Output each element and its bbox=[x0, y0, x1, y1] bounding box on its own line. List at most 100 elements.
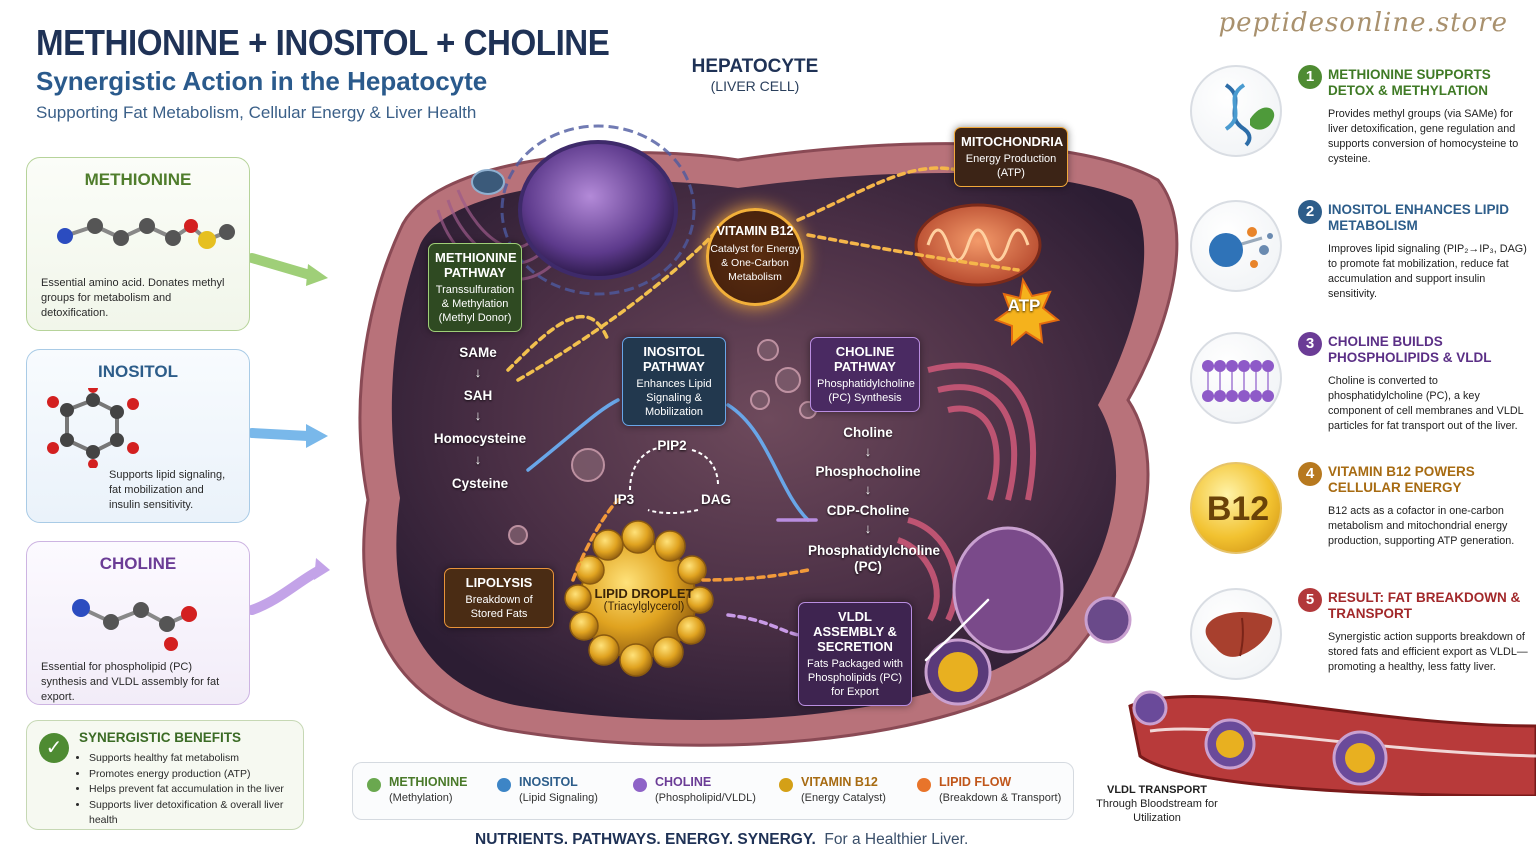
choline-name: CHOLINE bbox=[99, 554, 177, 573]
vldl-transport-label: VLDL TRANSPORT Through Bloodstream for U… bbox=[1090, 783, 1224, 825]
step-title: INOSITOL ENHANCES LIPID METABOLISM bbox=[1328, 202, 1510, 233]
step-cysteine: Cysteine bbox=[451, 476, 509, 491]
vldl-transport-title: VLDL TRANSPORT bbox=[1106, 784, 1208, 796]
benefits-title: SYNERGISTIC BENEFITS bbox=[79, 730, 242, 745]
hepatocyte-label: HEPATOCYTE (LIVER CELL) bbox=[650, 56, 860, 94]
step-phosphocholine: Phosphocholine bbox=[815, 464, 921, 479]
legend-name: METHIONINE bbox=[389, 775, 468, 789]
legend-dot bbox=[497, 778, 511, 792]
step-title: RESULT: FAT BREAKDOWN & TRANSPORT bbox=[1328, 590, 1521, 621]
footer-rest: For a Healthier Liver. bbox=[824, 831, 969, 848]
lipolysis-title: LIPOLYSIS bbox=[465, 575, 533, 590]
choline-pathway-desc: Phosphatidylcholine (PC) Synthesis bbox=[817, 378, 915, 404]
arrow-down-icon: ↓ bbox=[864, 482, 872, 497]
page-title: METHIONINE + INOSITOL + CHOLINE bbox=[36, 22, 610, 63]
atp-label: ATP bbox=[1007, 296, 1041, 315]
benefit-item: Supports liver detoxification & overall … bbox=[89, 798, 293, 829]
step-4: B12 4 VITAMIN B12 POWERS CELLULAR ENERGY… bbox=[1190, 462, 1528, 562]
lipolysis-desc: Breakdown of Stored Fats bbox=[465, 594, 533, 620]
membrane-icon bbox=[1190, 332, 1282, 424]
legend-name: CHOLINE bbox=[655, 775, 712, 789]
step-cdp-choline: CDP-Choline bbox=[826, 503, 910, 518]
methionine-pathway-desc: Transsulfuration & Methylation (Methyl D… bbox=[435, 284, 515, 324]
legend-desc: (Methylation) bbox=[389, 792, 453, 804]
b12-desc: Catalyst for Energy & One-Carbon Metabol… bbox=[710, 243, 800, 283]
inositol-pathway-title: INOSITOL PATHWAY bbox=[643, 344, 705, 374]
inositol-pathway-desc: Enhances Lipid Signaling & Mobilization bbox=[636, 378, 712, 418]
step-number: 2 bbox=[1298, 200, 1322, 224]
step-5: 5 RESULT: FAT BREAKDOWN & TRANSPORT Syne… bbox=[1190, 588, 1528, 688]
step-desc: B12 acts as a cofactor in one-carbon met… bbox=[1328, 505, 1515, 547]
step-desc: Improves lipid signaling (PIP₂→IP₃, DAG)… bbox=[1328, 243, 1527, 300]
choline-description: Essential for phospholipid (PC) synthesi… bbox=[41, 661, 220, 703]
watermark: peptidesonline.store bbox=[1218, 8, 1508, 38]
vldl-assembly-box: VLDL ASSEMBLY & SECRETION Fats Packaged … bbox=[798, 602, 912, 706]
synergistic-benefits-card: ✓ SYNERGISTIC BENEFITS Supports healthy … bbox=[26, 720, 304, 830]
benefit-item: Supports healthy fat metabolism bbox=[89, 751, 293, 767]
vldl-desc: Fats Packaged with Phospholipids (PC) fo… bbox=[807, 658, 903, 698]
choline-pathway-title: CHOLINE PATHWAY bbox=[834, 344, 896, 374]
methionine-name: METHIONINE bbox=[84, 170, 192, 189]
methionine-description: Essential amino acid. Donates methyl gro… bbox=[41, 277, 225, 319]
step-number: 1 bbox=[1298, 65, 1322, 89]
step-1: 1 METHIONINE SUPPORTS DETOX & METHYLATIO… bbox=[1190, 65, 1528, 165]
inositol-pathway-box: INOSITOL PATHWAY Enhances Lipid Signalin… bbox=[622, 337, 726, 426]
choline-card: CHOLINE Essential for phospholipid (PC) … bbox=[26, 541, 250, 705]
cycle-dag: DAG bbox=[701, 492, 731, 507]
mitochondria-box: MITOCHONDRIA Energy Production (ATP) bbox=[954, 127, 1068, 187]
molecule-icon bbox=[1190, 200, 1282, 292]
b12-icon-text: B12 bbox=[1206, 490, 1270, 528]
legend-name: VITAMIN B12 bbox=[801, 775, 878, 789]
benefit-item: Helps prevent fat accumulation in the li… bbox=[89, 782, 293, 798]
nutrient-arrows bbox=[250, 253, 330, 615]
dna-leaf-icon bbox=[1190, 65, 1282, 157]
b12-title: VITAMIN B12 bbox=[716, 224, 794, 238]
legend-name: INOSITOL bbox=[519, 775, 578, 789]
arrow-down-icon: ↓ bbox=[864, 521, 872, 536]
methionine-molecule-icon bbox=[41, 196, 235, 276]
lipid-droplet-label: LIPID DROPLET (Triacylglycerol) bbox=[586, 586, 702, 613]
vldl-title: VLDL ASSEMBLY & SECRETION bbox=[813, 609, 897, 654]
legend-desc: (Breakdown & Transport) bbox=[939, 792, 1062, 804]
arrow-down-icon: ↓ bbox=[474, 408, 482, 423]
inositol-description: Supports lipid signaling, fat mobilizati… bbox=[109, 469, 226, 511]
inositol-cycle-arrows bbox=[629, 447, 719, 514]
hepatocyte-diagram bbox=[358, 124, 1179, 747]
step-desc: Choline is converted to phosphatidylchol… bbox=[1328, 375, 1524, 432]
methionine-pathway-title: METHIONINE PATHWAY bbox=[435, 250, 517, 280]
lipolysis-box: LIPOLYSIS Breakdown of Stored Fats bbox=[444, 568, 554, 628]
arrow-down-icon: ↓ bbox=[864, 444, 872, 459]
step-title: VITAMIN B12 POWERS CELLULAR ENERGY bbox=[1328, 464, 1475, 495]
inositol-card: INOSITOL Supports lipid signaling, fat m… bbox=[26, 349, 250, 523]
inositol-name: INOSITOL bbox=[98, 362, 178, 381]
choline-molecule-icon bbox=[41, 580, 235, 660]
step-same: SAMe bbox=[459, 345, 497, 360]
step-desc: Provides methyl groups (via SAMe) for li… bbox=[1328, 108, 1519, 165]
step-3: 3 CHOLINE BUILDS PHOSPHOLIPIDS & VLDL Ch… bbox=[1190, 332, 1528, 432]
lipid-droplet-title: LIPID DROPLET bbox=[594, 586, 694, 601]
step-desc: Synergistic action supports breakdown of… bbox=[1328, 631, 1528, 673]
liver-icon bbox=[1190, 588, 1282, 680]
legend-dot bbox=[633, 778, 647, 792]
step-homocysteine: Homocysteine bbox=[433, 431, 527, 446]
arrow-down-icon: ↓ bbox=[474, 365, 482, 380]
b12-icon: B12 bbox=[1190, 462, 1282, 554]
mitochondria-title: MITOCHONDRIA bbox=[961, 134, 1064, 149]
legend-desc: (Energy Catalyst) bbox=[801, 792, 886, 804]
step-sah: SAH bbox=[463, 388, 493, 403]
step-number: 5 bbox=[1298, 588, 1322, 612]
hepatocyte-title: HEPATOCYTE bbox=[691, 56, 819, 77]
footer-bold: NUTRIENTS. PATHWAYS. ENERGY. SYNERGY. bbox=[475, 831, 816, 848]
step-title: METHIONINE SUPPORTS DETOX & METHYLATION bbox=[1328, 67, 1491, 98]
legend-desc: (Phospholipid/VLDL) bbox=[655, 792, 756, 804]
step-number: 3 bbox=[1298, 332, 1322, 356]
step-title: CHOLINE BUILDS PHOSPHOLIPIDS & VLDL bbox=[1328, 334, 1492, 365]
methionine-pathway-box: METHIONINE PATHWAY Transsulfuration & Me… bbox=[428, 243, 522, 332]
hepatocyte-subtitle: (LIVER CELL) bbox=[710, 78, 800, 94]
check-icon: ✓ bbox=[39, 733, 69, 763]
legend-dot bbox=[779, 778, 793, 792]
step-number: 4 bbox=[1298, 462, 1322, 486]
legend: METHIONINE (Methylation) INOSITOL (Lipid… bbox=[352, 762, 1074, 820]
arrow-down-icon: ↓ bbox=[474, 452, 482, 467]
cycle-pip2: PIP2 bbox=[657, 438, 687, 453]
